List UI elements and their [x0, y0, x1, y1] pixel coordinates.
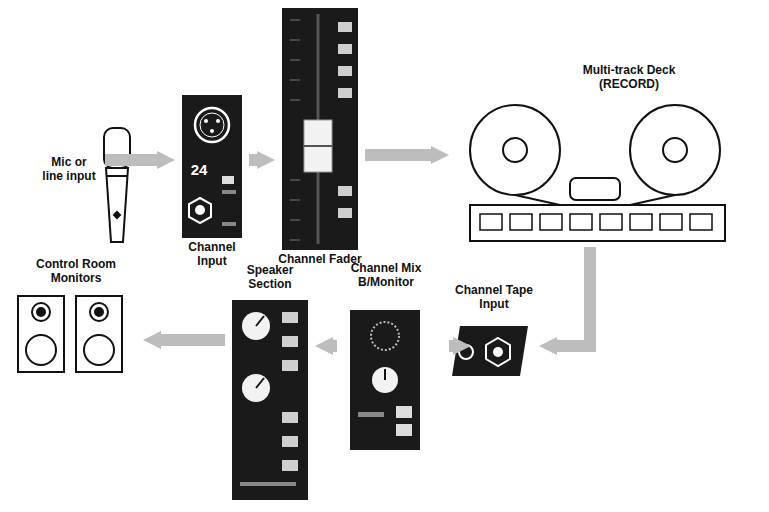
- fader-strip: [282, 8, 358, 250]
- signal-arrow: [161, 334, 225, 346]
- channel-fader: Channel Fader: [278, 8, 362, 286]
- component-label: Control Room Monitors: [22, 258, 130, 286]
- signal-arrow: [557, 247, 590, 346]
- component-label: Channel Mix B/Monitor: [340, 262, 432, 290]
- speaker-section-panel: [232, 300, 308, 500]
- signal-arrow: [365, 149, 431, 161]
- channel-input: 24Channel Input: [178, 95, 246, 273]
- signal-arrow: [249, 154, 257, 166]
- signal-arrow: [449, 340, 453, 352]
- multitrack-deck: Multi-track Deck (RECORD): [452, 62, 728, 244]
- monitor-speakers: [18, 296, 122, 372]
- control-room-monitors: Control Room Monitors: [12, 258, 140, 374]
- component-label: Speaker Section: [228, 264, 312, 292]
- mic-input: Mic or line input: [40, 130, 102, 250]
- channel-input-panel: [182, 95, 242, 238]
- tape-input-panel: [452, 326, 528, 376]
- component-label: Multi-track Deck (RECORD): [564, 64, 694, 92]
- speaker-section: Speaker Section: [228, 264, 312, 502]
- mix-b-panel: [350, 310, 420, 450]
- signal-arrow: [333, 340, 337, 352]
- component-label: Channel Input: [178, 241, 246, 269]
- channel-number: 24: [184, 161, 214, 178]
- component-label: Channel Tape Input: [452, 284, 536, 312]
- mix-b-monitor: Channel Mix B/Monitor: [340, 262, 432, 452]
- mic-label: Mic or line input: [40, 156, 98, 184]
- tape-deck: [470, 105, 725, 241]
- signal-arrow: [105, 154, 157, 166]
- tape-input: Channel Tape Input: [452, 284, 536, 378]
- microphone: [104, 128, 130, 242]
